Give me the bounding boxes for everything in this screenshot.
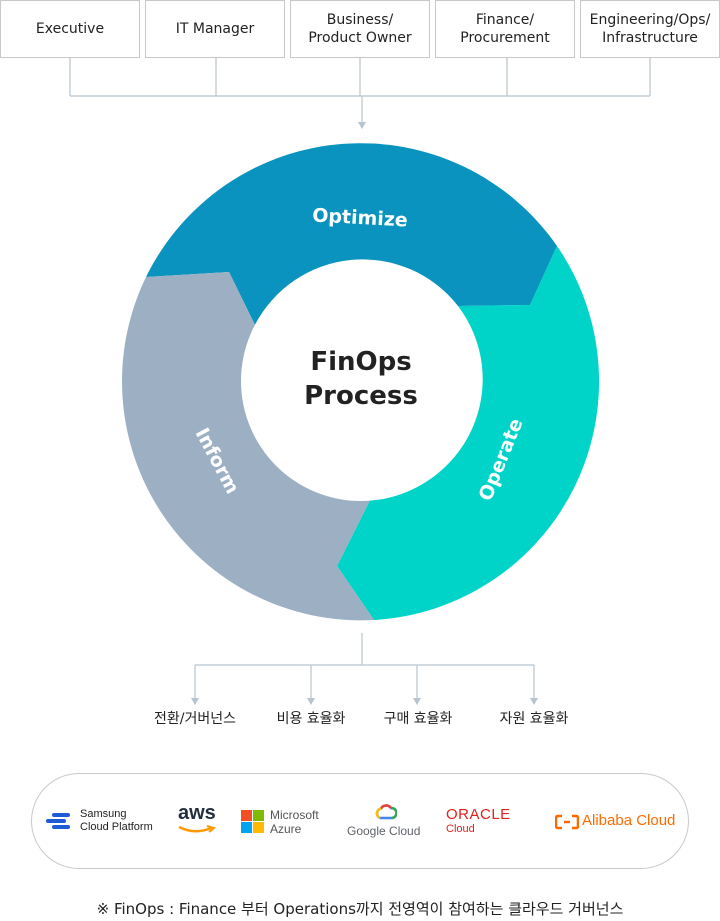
oracle-cloud-text: Cloud bbox=[446, 823, 475, 835]
samsung-logo-text: Samsung Cloud Platform bbox=[80, 808, 153, 833]
cloud-providers-panel: Samsung Cloud Platform aws Microsoft Azu… bbox=[31, 773, 689, 869]
google-cloud-icon bbox=[375, 804, 397, 820]
alibaba-logo-text: Alibaba Cloud bbox=[582, 812, 676, 829]
aws-logo-text: aws bbox=[178, 802, 216, 824]
role-business-product-owner: Business/ Product Owner bbox=[290, 0, 430, 58]
role-it-manager: IT Manager bbox=[145, 0, 285, 58]
segment-optimize bbox=[146, 143, 557, 325]
bottom-connectors bbox=[194, 633, 535, 699]
samsung-cloud-icon bbox=[46, 813, 70, 829]
aws-smile-icon bbox=[178, 825, 217, 833]
center-title: FinOps Process bbox=[304, 347, 418, 411]
footnote: ※ FinOps : Finance 부터 Operations까지 전영역이 … bbox=[96, 900, 624, 918]
oracle-logo-text: ORACLE bbox=[446, 806, 511, 823]
segment-operate bbox=[337, 246, 600, 620]
outcome-transition-governance: 전환/거버넌스 bbox=[154, 711, 236, 727]
alibaba-cloud-icon bbox=[555, 814, 579, 830]
bottom-arrow-heads bbox=[191, 698, 538, 705]
role-finance-procurement: Finance/ Procurement bbox=[435, 0, 575, 58]
top-arrow-head bbox=[358, 122, 366, 129]
outcome-resource-efficiency: 자원 효율화 bbox=[499, 711, 569, 727]
top-connectors bbox=[69, 58, 651, 124]
role-executive: Executive bbox=[0, 0, 140, 58]
role-engineering-ops: Engineering/Ops/ Infrastructure bbox=[580, 0, 720, 58]
segment-inform bbox=[122, 272, 375, 621]
phase-label-optimize: Optimize bbox=[312, 205, 409, 232]
google-cloud-logo-text: Google Cloud bbox=[347, 824, 421, 838]
outcome-purchase-efficiency: 구매 효율화 bbox=[383, 711, 453, 727]
microsoft-icon bbox=[241, 810, 264, 833]
microsoft-logo-text: Microsoft Azure bbox=[270, 808, 319, 836]
outcome-cost-efficiency: 비용 효율화 bbox=[276, 711, 346, 727]
center-circle bbox=[241, 261, 481, 501]
